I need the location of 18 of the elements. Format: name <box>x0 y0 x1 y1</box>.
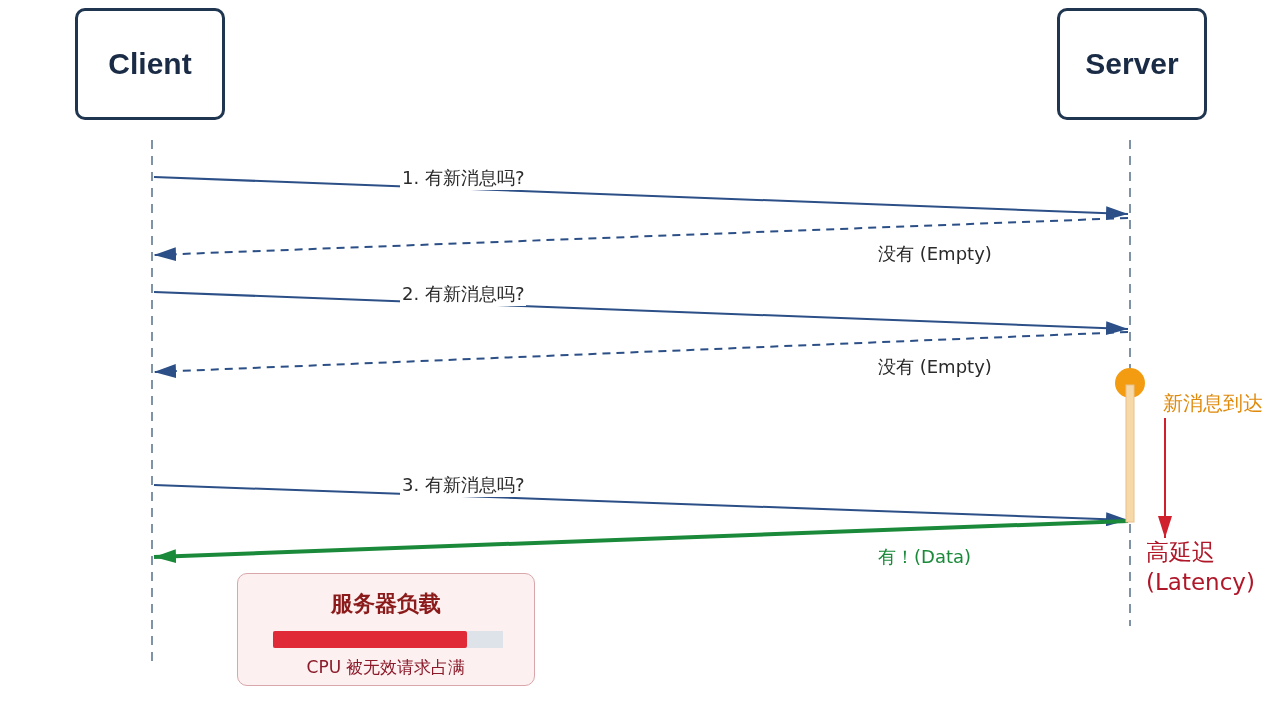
participant-box: Server <box>1057 8 1207 120</box>
latency-label: 高延迟 (Latency) <box>1146 538 1262 604</box>
participant-box: Client <box>75 8 225 120</box>
arrow <box>153 331 1129 379</box>
panel-caption: CPU 被无效请求占满 <box>306 656 466 679</box>
lifeline <box>150 140 154 662</box>
arrow <box>153 176 1129 221</box>
edge-label: 没有 (Empty) <box>876 355 994 379</box>
arrow <box>1158 417 1172 539</box>
edge-label: 3. 有新消息吗? <box>400 473 527 497</box>
load-panel <box>237 573 535 686</box>
arrow <box>153 291 1129 336</box>
panel-heading: 服务器负载 <box>331 590 441 618</box>
edge-label: 1. 有新消息吗? <box>400 166 527 190</box>
edge-label: 2. 有新消息吗? <box>400 282 527 306</box>
arrow <box>153 217 1129 262</box>
event-label: 新消息到达 <box>1163 390 1279 418</box>
edge-label: 没有 (Empty) <box>876 242 994 266</box>
